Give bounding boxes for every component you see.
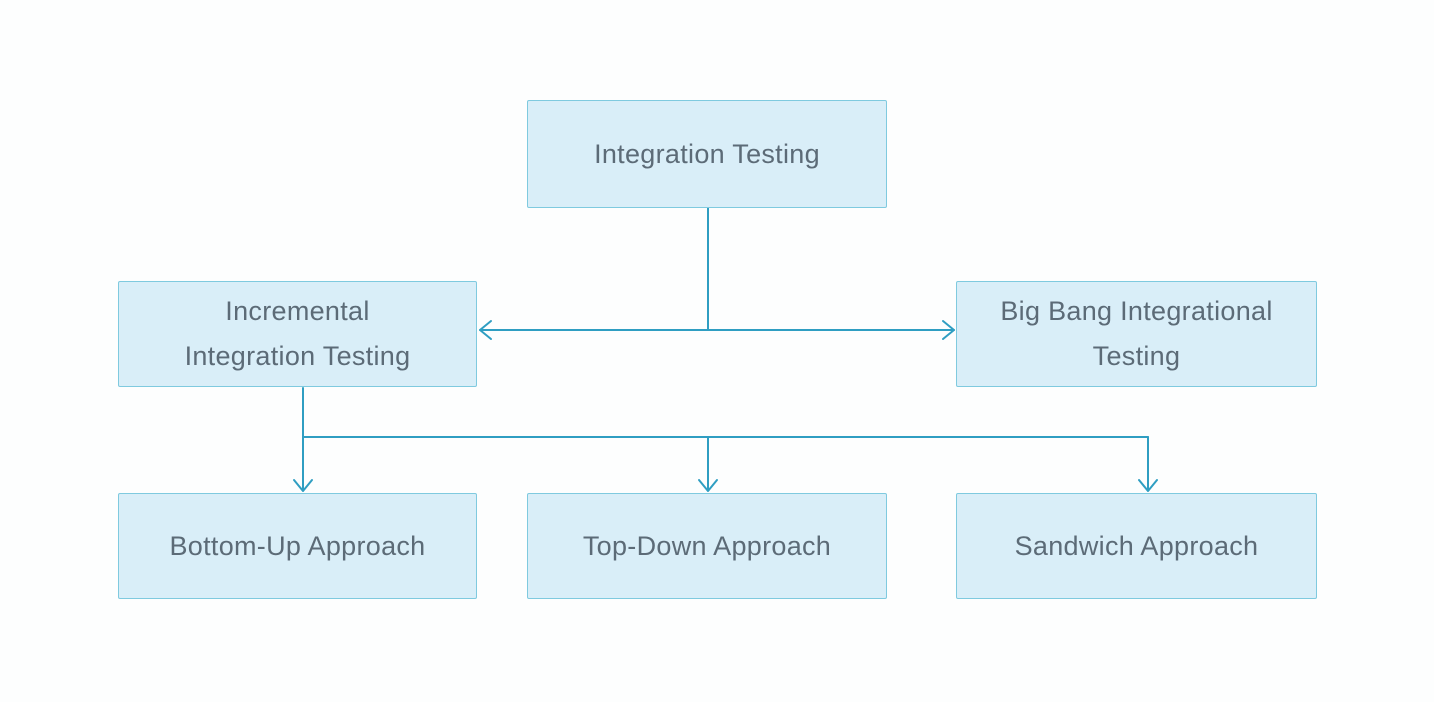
- node-big-bang-integrational-testing: Big Bang Integrational Testing: [956, 281, 1317, 387]
- arrowhead-down-icon: [698, 479, 718, 492]
- node-sandwich-approach-label: Sandwich Approach: [1014, 530, 1259, 561]
- node-incremental-integration-testing: Incremental Integration Testing: [118, 281, 477, 387]
- node-incremental-integration-testing-label: Incremental Integration Testing: [184, 296, 411, 371]
- arrowhead-down-icon: [1138, 479, 1158, 492]
- node-integration-testing-label: Integration Testing: [594, 138, 820, 169]
- edge-root-to-children: [479, 207, 955, 340]
- node-integration-testing: Integration Testing: [527, 100, 887, 208]
- node-bottom-up-approach-label: Bottom-Up Approach: [169, 530, 426, 561]
- arrowhead-left-icon: [479, 320, 492, 340]
- arrowhead-down-icon: [293, 479, 313, 492]
- node-sandwich-approach: Sandwich Approach: [956, 493, 1317, 599]
- node-top-down-approach-label: Top-Down Approach: [582, 530, 832, 561]
- arrowhead-right-icon: [942, 320, 955, 340]
- node-bottom-up-approach: Bottom-Up Approach: [118, 493, 477, 599]
- node-big-bang-integrational-testing-label: Big Bang Integrational Testing: [1000, 296, 1273, 371]
- edge-incremental-to-children: [293, 387, 1158, 492]
- node-top-down-approach: Top-Down Approach: [527, 493, 887, 599]
